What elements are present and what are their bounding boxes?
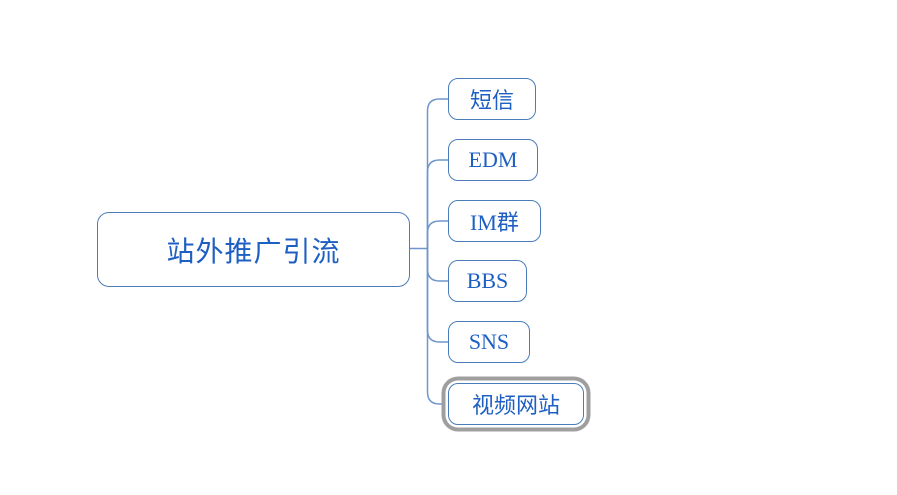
mindmap-node[interactable]: BBS (448, 260, 527, 302)
node-label: EDM (468, 147, 518, 172)
node-label: 短信 (469, 88, 514, 113)
node-label: IM群 (470, 210, 519, 235)
connector-line (426, 248, 442, 405)
mindmap-node[interactable]: SNS (448, 321, 530, 363)
connector-line (426, 220, 449, 249)
node-label: 视频网站 (471, 393, 560, 418)
connector-line (426, 248, 449, 282)
mindmap-node[interactable]: 视频网站 (448, 383, 584, 425)
mindmap-node[interactable]: 短信 (448, 78, 536, 120)
node-label: SNS (468, 329, 510, 354)
mindmap-node[interactable]: IM群 (448, 200, 541, 242)
connector-line (426, 248, 449, 343)
connector-line (426, 98, 449, 249)
mindmap-root-node[interactable]: 站外推广引流 (97, 212, 410, 287)
root-node-label: 站外推广引流 (166, 236, 341, 268)
node-label: BBS (466, 268, 509, 293)
mindmap-node[interactable]: EDM (448, 139, 538, 181)
connector-line (426, 159, 449, 249)
